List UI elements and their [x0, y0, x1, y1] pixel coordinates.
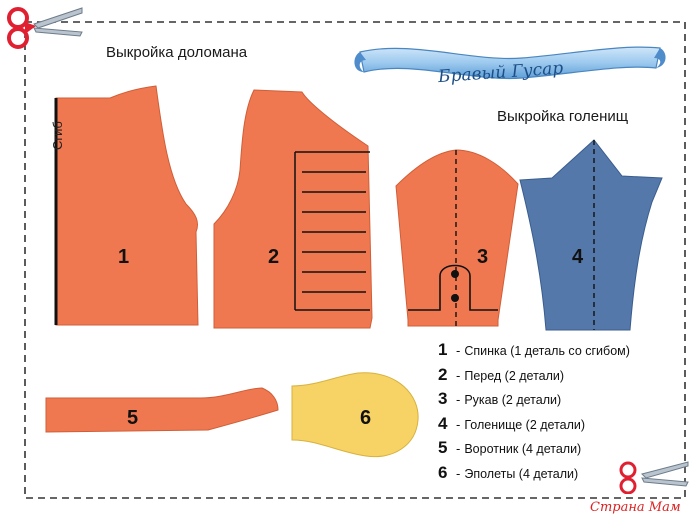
piece-number-3: 3: [477, 246, 488, 268]
piece-front: 2: [213, 89, 373, 329]
legend: 1 - Спинка (1 деталь со сгибом) 2 - Пере…: [438, 340, 688, 487]
dolomana-title: Выкройка доломана: [106, 44, 248, 61]
watermark-scissors-icon: [619, 461, 689, 494]
legend-item: 6 - Эполеты (4 детали): [438, 462, 579, 482]
piece-sleeve: 3: [395, 149, 519, 327]
legend-item: 3 - Рукав (2 детали): [438, 389, 562, 408]
piece-number-5: 5: [127, 407, 138, 429]
scissors-icon: [7, 7, 83, 49]
piece-number-1: 1: [118, 246, 129, 268]
legend-item: 1 - Спинка (1 деталь со сгибом): [438, 340, 630, 359]
piece-epaulette: 6: [291, 372, 419, 458]
piece-number-4: 4: [572, 246, 584, 268]
watermark-text: Страна Мам: [590, 500, 681, 515]
piece-back: Сгиб 1: [50, 85, 199, 326]
golenish-title: Выкройка голенищ: [497, 108, 629, 125]
piece-number-6: 6: [360, 407, 371, 429]
piece-boot-top: 4: [519, 139, 663, 331]
fold-label: Сгиб: [50, 121, 65, 150]
piece-number-2: 2: [268, 246, 279, 268]
legend-item: 5 - Воротник (4 детали): [438, 438, 582, 457]
legend-item: 4 - Голенище (2 детали): [438, 413, 586, 433]
legend-item: 2 - Перед (2 детали): [438, 364, 565, 384]
ribbon-banner: Бравый Гусар: [354, 46, 666, 87]
piece-collar: 5: [45, 387, 279, 433]
